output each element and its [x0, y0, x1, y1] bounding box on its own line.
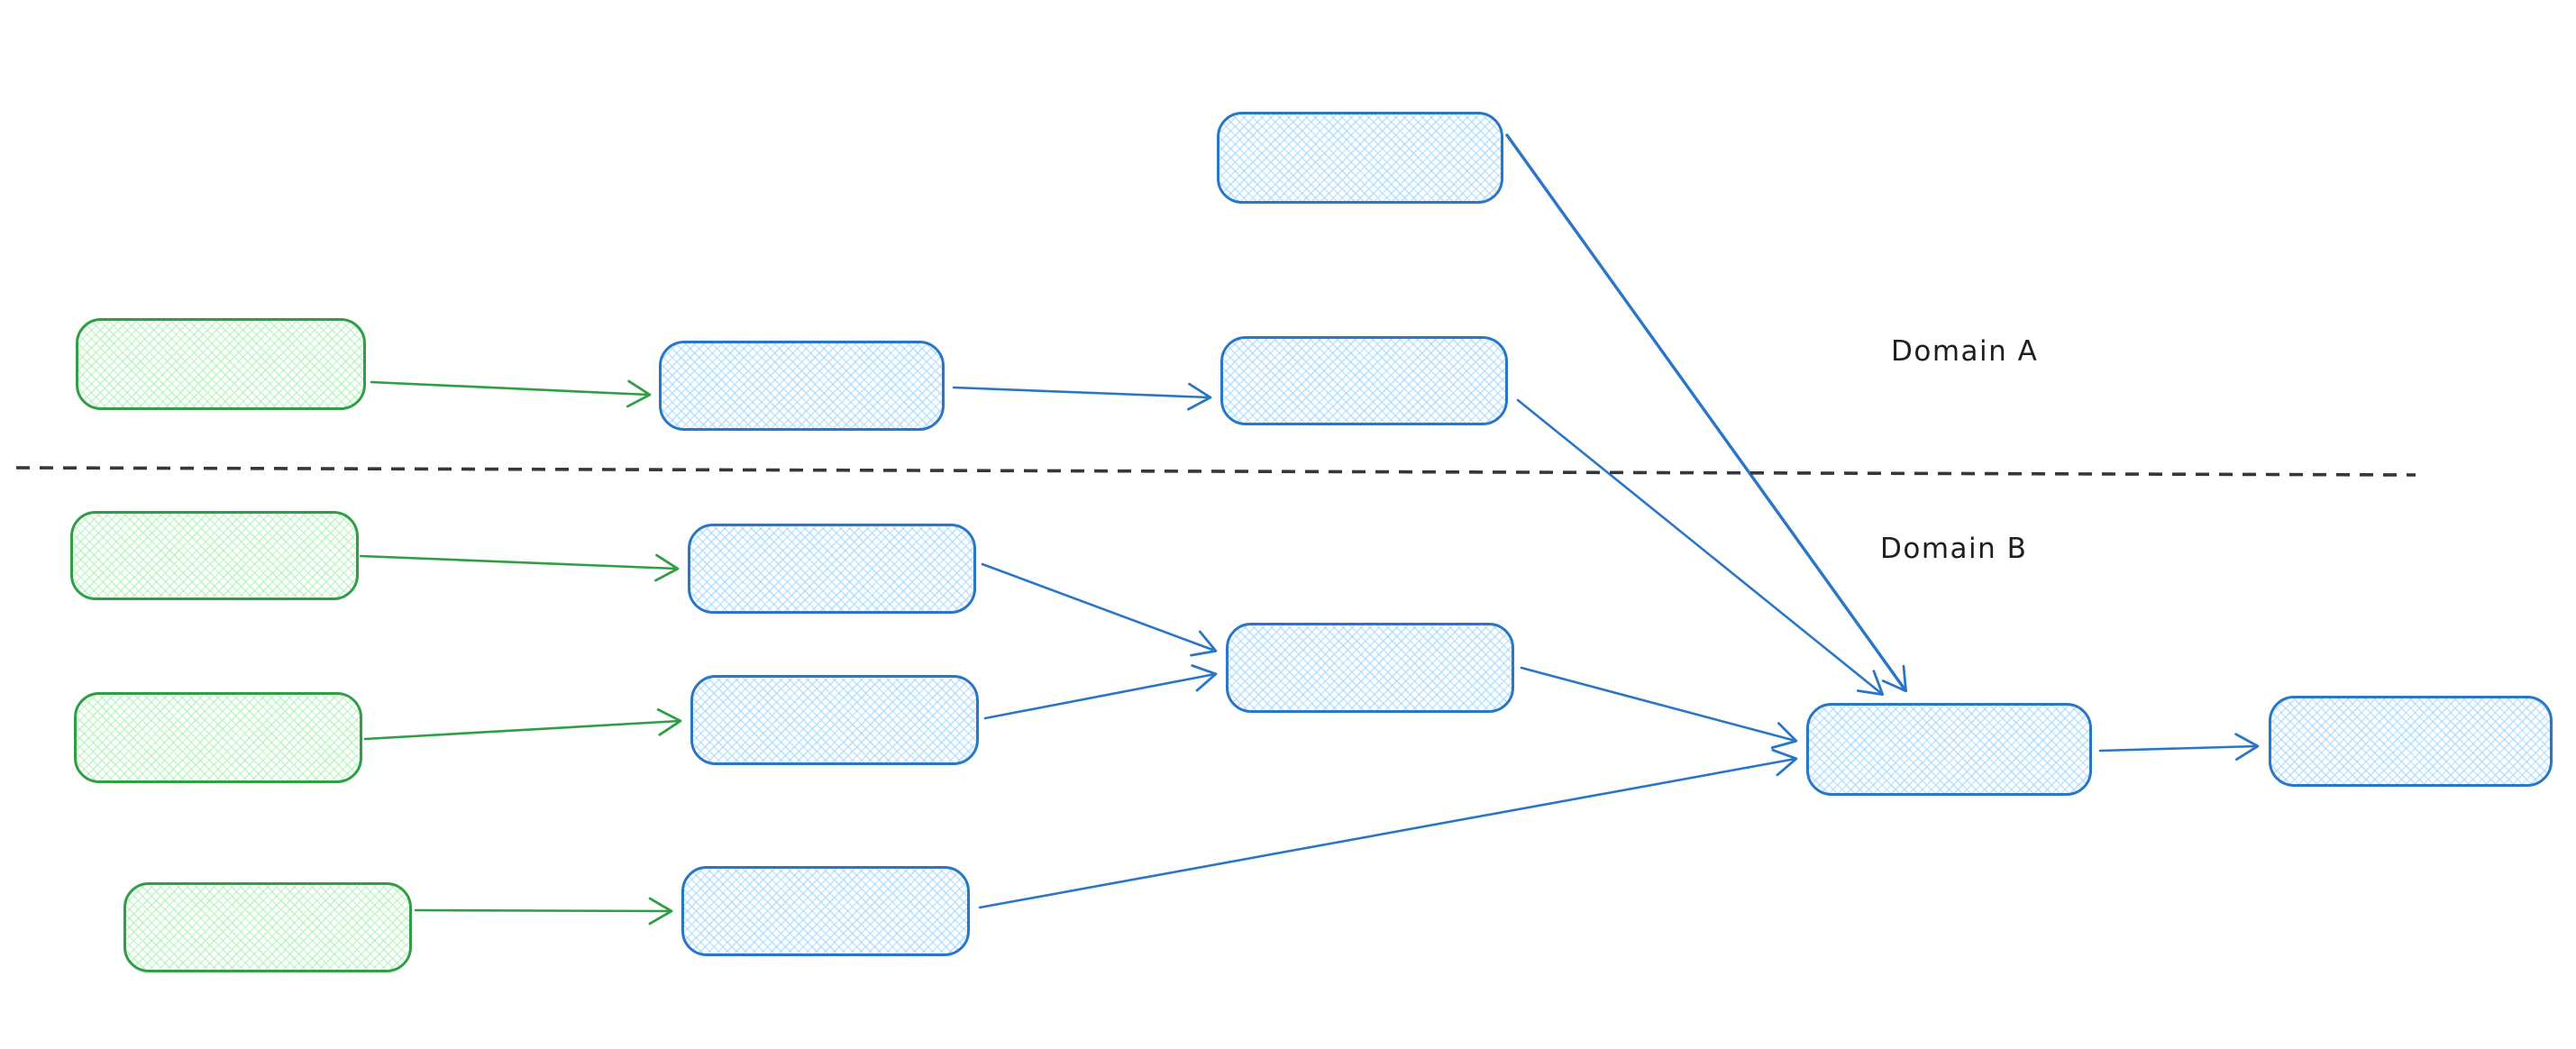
- arrow-blue-converge-to-blue-end[interactable]: [2098, 733, 2260, 762]
- arrow-green-b1-to-blue-b1[interactable]: [359, 553, 680, 582]
- node-green-b1[interactable]: [70, 511, 359, 600]
- arrow-blue-b3-to-blue-converge[interactable]: [978, 748, 1798, 909]
- node-blue-merge[interactable]: [1226, 623, 1514, 713]
- arrow-green-b3-to-blue-b3[interactable]: [414, 897, 673, 926]
- node-blue-b3[interactable]: [681, 866, 970, 956]
- node-blue-b2[interactable]: [690, 675, 979, 765]
- arrow-green-b2-to-blue-b2[interactable]: [363, 707, 682, 741]
- arrow-blue-b1-to-blue-merge[interactable]: [981, 562, 1218, 657]
- domain-a-label[interactable]: Domain A: [1891, 335, 2039, 368]
- arrow-blue-a1-to-blue-a2[interactable]: [952, 382, 1212, 411]
- node-top-blue[interactable]: [1217, 112, 1503, 204]
- node-blue-end[interactable]: [2269, 696, 2553, 787]
- node-green-a[interactable]: [76, 318, 366, 410]
- domain-b-label[interactable]: Domain B: [1880, 533, 2028, 565]
- node-green-b2[interactable]: [74, 692, 362, 783]
- node-blue-a1[interactable]: [659, 341, 945, 431]
- arrow-blue-merge-to-blue-converge[interactable]: [1520, 666, 1798, 750]
- domain-divider-line[interactable]: [15, 466, 2416, 477]
- arrow-top-blue-to-blue-converge[interactable]: [1505, 133, 1907, 693]
- node-blue-converge[interactable]: [1806, 703, 2092, 796]
- arrow-blue-b2-to-blue-merge[interactable]: [983, 664, 1218, 720]
- arrow-blue-a2-to-blue-converge[interactable]: [1516, 398, 1885, 697]
- node-blue-b1[interactable]: [688, 524, 976, 614]
- arrow-green-a-to-blue-a1[interactable]: [370, 379, 652, 408]
- node-blue-a2[interactable]: [1220, 336, 1508, 425]
- node-green-b3[interactable]: [123, 882, 412, 972]
